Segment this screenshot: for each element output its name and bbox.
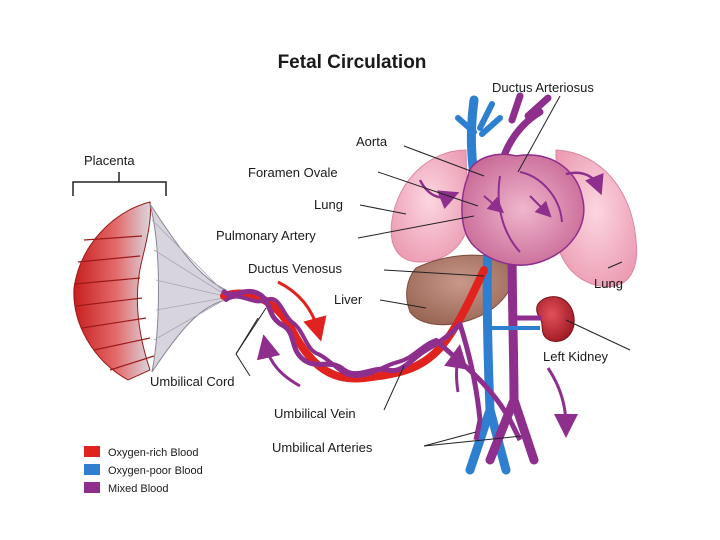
legend-swatch: [84, 446, 100, 457]
left-kidney-illustration: [536, 296, 575, 342]
lung-left-side: [390, 149, 469, 263]
label-umbilical-arteries: Umbilical Arteries: [272, 440, 373, 455]
arrow-to-placenta: [256, 334, 301, 388]
label-ductus-venosus: Ductus Venosus: [248, 261, 342, 276]
placenta-bracket: [72, 172, 167, 196]
legend-label: Mixed Blood: [108, 483, 169, 495]
diagram-title: Fetal Circulation: [278, 52, 427, 73]
umbilical-artery-vessel-2: [224, 294, 438, 379]
label-aorta: Aorta: [356, 134, 388, 149]
label-lung-right-side: Lung: [594, 276, 623, 291]
arrow-pelvis-up: [444, 344, 468, 393]
legend-swatch: [84, 464, 100, 475]
label-umbilical-vein: Umbilical Vein: [274, 406, 356, 421]
placenta-illustration: Placenta: [72, 153, 227, 381]
label-liver: Liver: [334, 292, 363, 307]
leader-lines: [235, 95, 631, 447]
legend-swatch: [84, 482, 100, 493]
label-ductus-arteriosus: Ductus Arteriosus: [492, 80, 594, 95]
label-left-kidney: Left Kidney: [543, 349, 609, 364]
label-foramen-ovale: Foramen Ovale: [248, 165, 338, 180]
lung-flow-arrow-left: [418, 179, 460, 209]
arrow-pelvis-down: [546, 367, 578, 438]
umbilical-artery-vessel-1: [221, 288, 463, 377]
arrow-to-fetus: [277, 280, 327, 342]
label-umbilical-cord: Umbilical Cord: [150, 374, 235, 389]
label-lung-left-side: Lung: [314, 197, 343, 212]
heart-illustration: [461, 153, 585, 266]
label-pulmonary-artery: Pulmonary Artery: [216, 228, 316, 243]
legend-label: Oxygen-poor Blood: [108, 465, 203, 477]
placenta-cone: [149, 203, 227, 373]
placenta-label: Placenta: [84, 153, 135, 168]
placenta-disc: [73, 201, 151, 381]
legend-label: Oxygen-rich Blood: [108, 447, 199, 459]
lung-flow-arrow-right: [565, 171, 604, 196]
placenta-ridges: [73, 235, 155, 371]
